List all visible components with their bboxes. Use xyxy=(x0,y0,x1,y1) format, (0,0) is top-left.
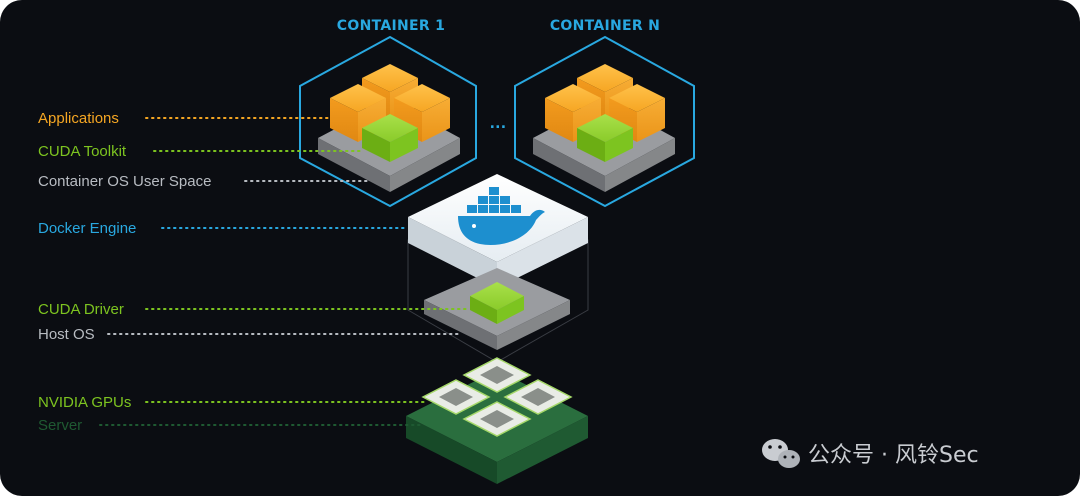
gpu-chip xyxy=(503,379,573,415)
cuda-toolkit-cube-n xyxy=(577,114,633,162)
docker-engine-slab xyxy=(408,174,588,288)
label-server: Server xyxy=(38,417,82,434)
label-cuda-toolkit: CUDA Toolkit xyxy=(38,143,127,160)
label-applications: Applications xyxy=(38,110,119,127)
gpu-chip xyxy=(421,379,491,415)
gpu-chips xyxy=(421,357,573,437)
gpu-chip xyxy=(462,357,532,393)
applications-cubes-n xyxy=(545,64,665,142)
label-host-os: Host OS xyxy=(38,326,95,343)
label-cuda-driver: CUDA Driver xyxy=(38,301,124,318)
cuda-driver-cube xyxy=(470,282,524,324)
container-1-title: CONTAINER 1 xyxy=(337,18,445,34)
container-n xyxy=(514,35,695,208)
cuda-toolkit-cube xyxy=(362,114,418,162)
container-n-title: CONTAINER N xyxy=(550,18,660,34)
watermark-text: 公众号 · 风铃Sec xyxy=(808,443,979,468)
docker-whale-icon xyxy=(458,187,545,245)
wechat-icon xyxy=(762,439,800,468)
label-docker-engine: Docker Engine xyxy=(38,220,136,237)
gpu-chip xyxy=(462,401,532,437)
label-container-os: Container OS User Space xyxy=(38,173,211,190)
ellipsis: ... xyxy=(490,116,507,132)
label-nvidia-gpus: NVIDIA GPUs xyxy=(38,394,131,411)
container-1 xyxy=(299,35,477,208)
watermark: 公众号 · 风铃Sec xyxy=(762,439,979,468)
